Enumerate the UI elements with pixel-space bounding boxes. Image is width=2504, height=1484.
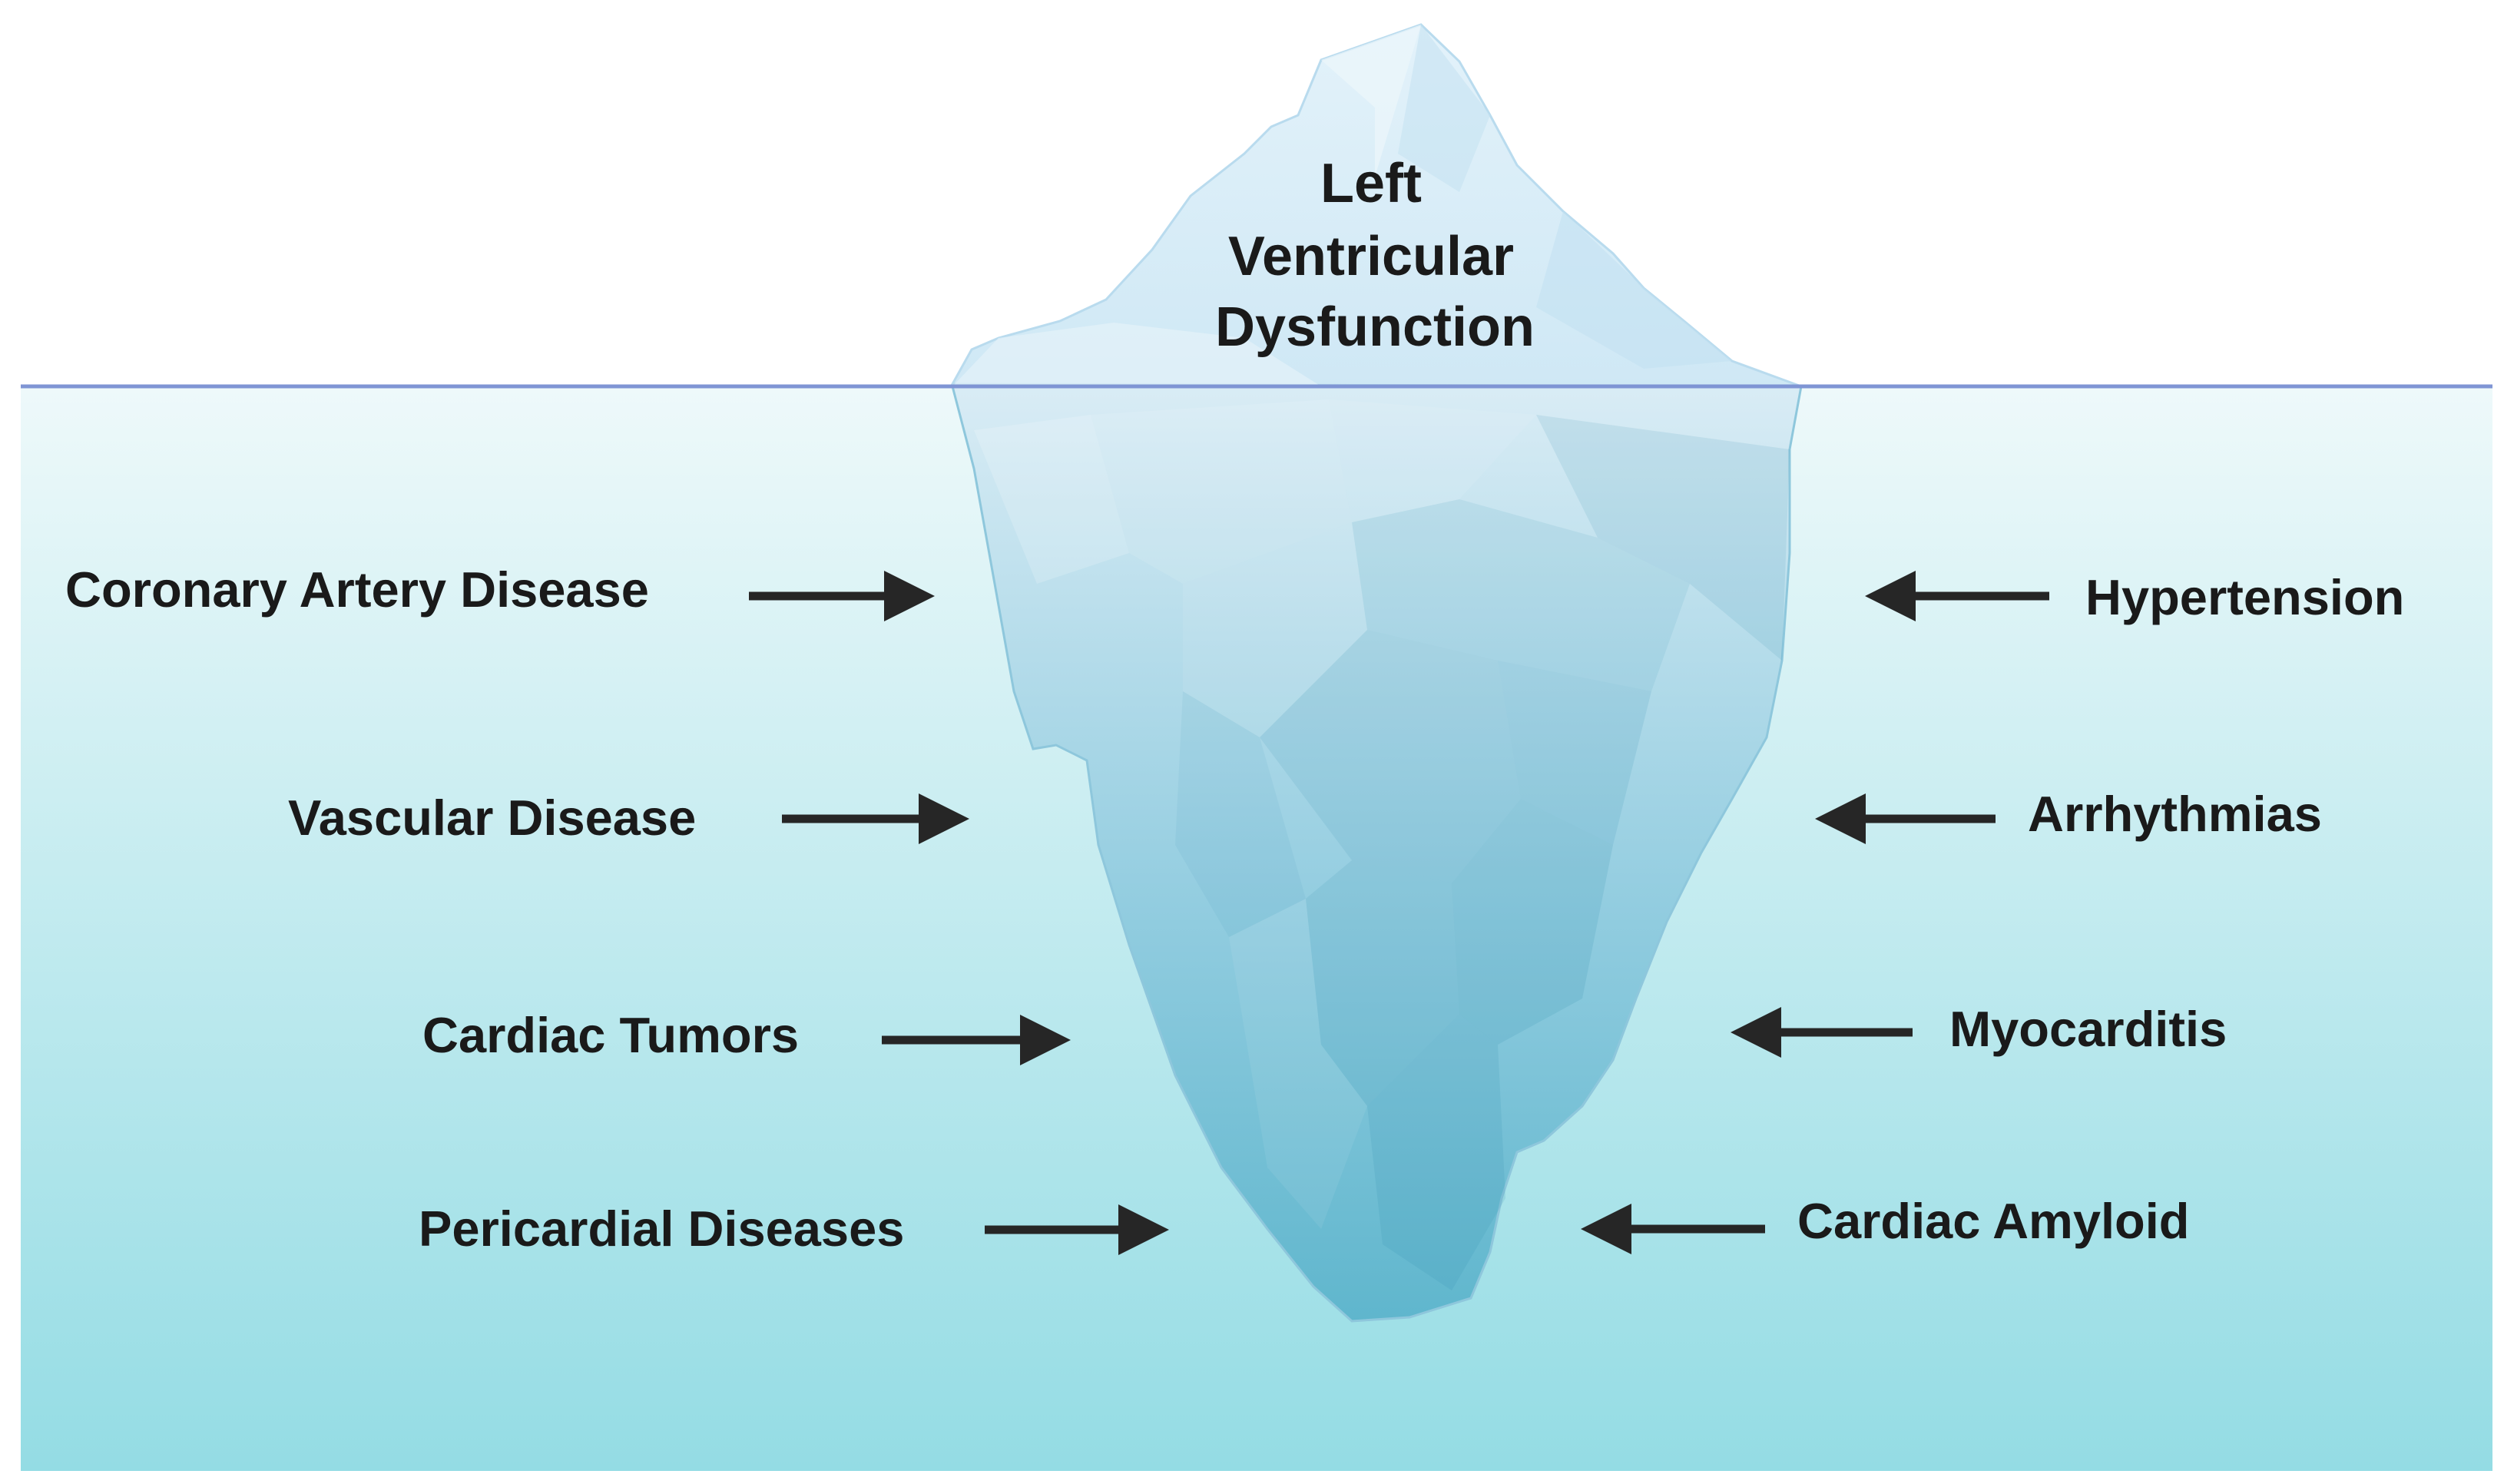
tip-title-line-2: Ventricular	[1228, 226, 1514, 287]
left-cause-2: Vascular Disease	[288, 790, 696, 846]
right-cause-2: Arrhythmias	[2028, 786, 2322, 842]
tip-title-line-1: Left	[1320, 153, 1422, 214]
right-cause-4: Cardiac Amyloid	[1797, 1193, 2190, 1249]
left-cause-4: Pericardial Diseases	[419, 1201, 904, 1257]
iceberg-tip	[950, 23, 1802, 388]
left-cause-1: Coronary Artery Disease	[65, 561, 649, 618]
right-cause-3: Myocarditis	[1949, 1001, 2227, 1057]
tip-title-line-3: Dysfunction	[1215, 296, 1535, 358]
iceberg-underwater	[951, 385, 1803, 1323]
left-cause-3: Cardiac Tumors	[422, 1007, 799, 1063]
right-cause-1: Hypertension	[2085, 569, 2404, 625]
